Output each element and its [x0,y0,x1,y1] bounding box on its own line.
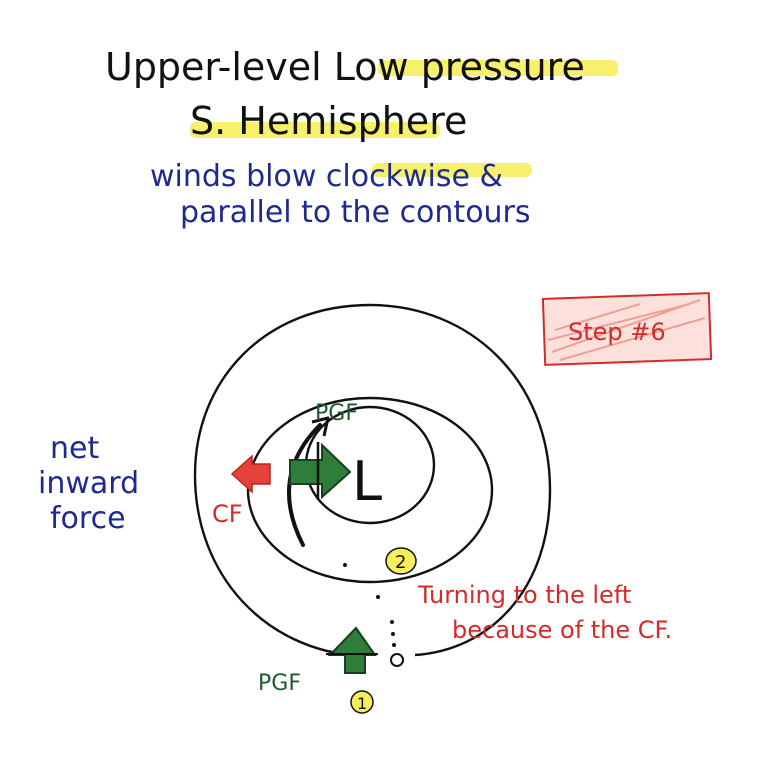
marker-1-circle [350,690,374,714]
title-line-2: S. Hemisphere [190,99,467,143]
pgf-arrow-upper [289,442,352,500]
net-force-line-1: net [50,431,99,466]
cf-arrow [230,454,271,494]
turning-line-2: because of the CF. [452,616,672,644]
marker-2-circle [385,547,417,575]
highlight-clockwise [372,163,532,177]
turning-note: Turning to the left because of the CF. [417,581,672,644]
highlight-low-pressure [378,60,618,76]
step-badge-scribble [547,299,706,361]
contour-outer [193,303,552,658]
cf-arrow-shape [230,454,271,494]
highlight-s-hemisphere [190,122,440,138]
marker-2: 2 [385,547,417,575]
marker-2-label: 2 [395,552,406,573]
cf-label: CF [212,500,243,528]
title-line-1-start: Upper-level [105,45,334,89]
contour-lines [193,303,552,658]
path-dot [343,563,347,567]
subtitle-line-1: winds blow clockwise & [150,159,503,194]
low-pressure-label: L [352,450,382,513]
pgf-arrow-lower [326,626,378,674]
path-dot [376,595,380,599]
title-highlights [190,60,618,177]
net-force-line-3: force [50,501,126,536]
subtitle-line-2: parallel to the contours [180,195,531,230]
path-dot [391,632,395,636]
subtitle-line-1-end: & [470,159,503,194]
step-badge-label: Step #6 [568,318,666,346]
subtitle-line-1-start: winds blow [150,159,326,194]
step-badge: Step #6 [541,292,713,366]
parcel-path [343,563,396,647]
title-line-1: Upper-level Low pressure [105,45,585,89]
pgf-arrow-lower-shape [327,626,377,674]
parcel-start-circle [390,653,404,667]
marker-1: 1 [350,690,374,714]
net-force-line-2: inward [38,466,139,501]
marker-1-label: 1 [357,694,367,713]
wind-arrow-head [311,416,330,437]
contour-middle [246,396,494,584]
title-line-1-highlight: Low pressure [334,45,585,89]
turning-line-1: Turning to the left [417,581,631,609]
pgf-label-lower: PGF [258,671,301,696]
pgf-arrow-upper-shape [289,442,352,500]
net-inward-force-note: net inward force [38,431,139,536]
pgf-label-upper: PGF [315,401,358,426]
path-dot [390,620,394,624]
path-dot [392,643,396,647]
subtitle-line-1-highlight: clockwise [326,159,470,194]
